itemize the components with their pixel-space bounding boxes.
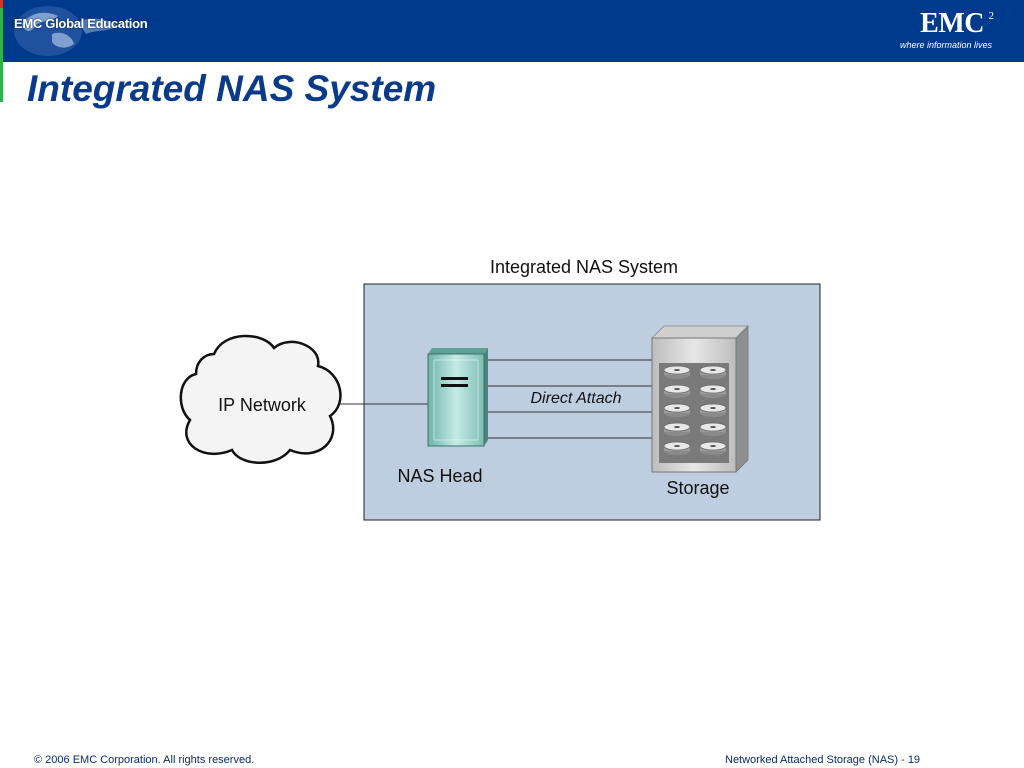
- nas-head-label: NAS Head: [397, 466, 482, 486]
- header-bar: EMC Global Education EMC 2 where informa…: [0, 0, 1024, 62]
- education-logo-text: EMC Global Education: [14, 16, 148, 31]
- system-box-title: Integrated NAS System: [490, 257, 678, 277]
- footer-page-number: - 19: [901, 754, 921, 766]
- footer-course-page: Networked Attached Storage (NAS) - 19: [725, 754, 920, 766]
- brand-logo: EMC: [920, 8, 984, 39]
- brand-superscript: 2: [988, 10, 995, 22]
- cloud-icon: [179, 334, 342, 464]
- ip-network-label: IP Network: [218, 395, 307, 415]
- direct-attach-label: Direct Attach: [531, 390, 622, 407]
- storage-label: Storage: [666, 478, 729, 498]
- nas-head-server-icon: [427, 348, 488, 447]
- left-accent-bar: [0, 0, 3, 102]
- page-title: Integrated NAS System: [27, 68, 437, 109]
- footer-copyright: © 2006 EMC Corporation. All rights reser…: [34, 754, 255, 766]
- left-accent-red: [0, 0, 3, 8]
- globe-logo-icon: [14, 6, 118, 56]
- storage-array-icon: [651, 325, 749, 473]
- footer-course: Networked Attached Storage (NAS): [725, 754, 899, 766]
- brand-tagline: where information lives: [899, 40, 992, 50]
